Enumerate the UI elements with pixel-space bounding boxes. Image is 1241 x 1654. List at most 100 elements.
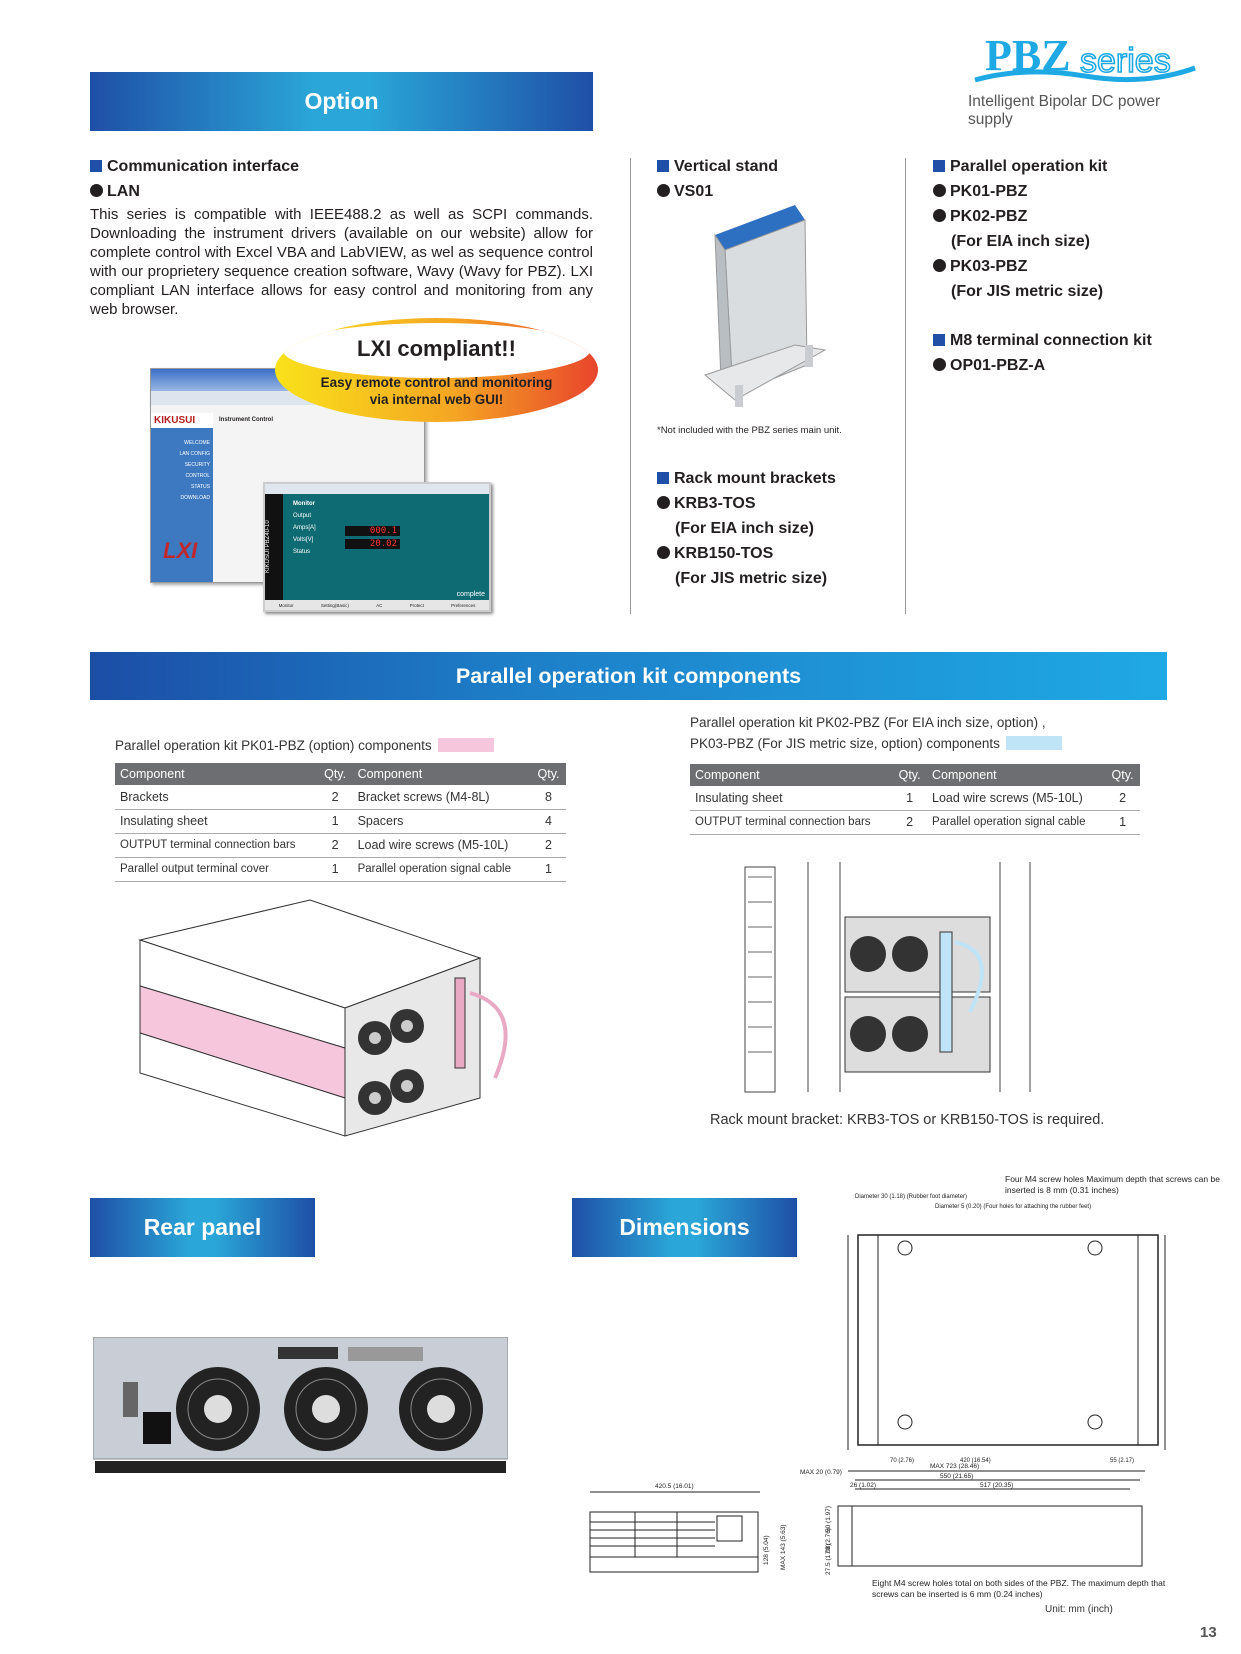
square-bullet-icon xyxy=(933,334,945,346)
monitor-screenshot: KIKUSUI PBZ40-10 Monitor Output Amps[A] … xyxy=(263,482,491,612)
bullet-icon xyxy=(933,358,946,371)
nav-welcome[interactable]: WELCOME xyxy=(184,440,210,446)
component-cell: Load wire screws (M5-10L) xyxy=(352,833,532,858)
square-bullet-icon xyxy=(933,160,945,172)
square-bullet-icon xyxy=(90,160,102,172)
volt-readout: 20.02 xyxy=(345,539,400,549)
lightblue-swatch xyxy=(1005,736,1062,750)
height-27-label: 27.5 (1.08) xyxy=(825,1544,832,1575)
svg-text:PBZ: PBZ xyxy=(985,31,1071,80)
pk01-caption-text: Parallel operation kit PK01-PBZ (option)… xyxy=(115,738,432,753)
depth-26-label: 26 (1.02) xyxy=(850,1482,876,1489)
krb3-item: KRB3-TOS xyxy=(674,495,756,512)
nav-security[interactable]: SECURITY xyxy=(184,462,210,468)
bullet-icon xyxy=(933,259,946,272)
kikusui-brand: KIKUSUI xyxy=(151,413,213,428)
parallel-kit-heading: Parallel operation kit xyxy=(950,158,1108,175)
qty-cell: 2 xyxy=(531,833,566,858)
qty-cell: 1 xyxy=(1105,810,1140,835)
rear-panel-image xyxy=(93,1337,508,1473)
component-cell: Insulating sheet xyxy=(690,786,893,811)
communication-body: This series is compatible with IEEE488.2… xyxy=(90,206,593,318)
krb3-note: (For EIA inch size) xyxy=(675,520,814,537)
nav-lan-config[interactable]: LAN CONFIG xyxy=(179,451,210,457)
tab-protect[interactable]: Protect xyxy=(409,602,424,608)
header-qty: Qty. xyxy=(317,763,353,785)
m8-kit-heading: M8 terminal connection kit xyxy=(950,332,1152,349)
vs01-item: VS01 xyxy=(674,183,714,200)
depth-55-label: 55 (2.17) xyxy=(1110,1458,1134,1464)
tab-preferences[interactable]: Preferences xyxy=(451,602,476,608)
dimensions-header: Dimensions xyxy=(572,1198,797,1257)
lxi-compliant-badge: LXI compliant!! Easy remote control and … xyxy=(275,318,598,422)
depth-517-label: 517 (20.35) xyxy=(980,1482,1013,1489)
component-cell: Parallel operation signal cable xyxy=(927,810,1106,835)
header-component: Component xyxy=(115,763,318,785)
unit-label: Unit: mm (inch) xyxy=(1045,1604,1113,1615)
square-bullet-icon xyxy=(657,472,669,484)
complete-label: complete xyxy=(456,591,485,598)
panel-title: Instrument Control xyxy=(219,417,273,423)
badge-subtitle-2: via internal web GUI! xyxy=(369,392,504,407)
op01-item: OP01-PBZ-A xyxy=(950,357,1046,374)
pk02-item: PK02-PBZ xyxy=(950,208,1028,225)
nav-control[interactable]: CONTROL xyxy=(185,473,210,479)
header-component: Component xyxy=(352,763,532,785)
lan-item: LAN xyxy=(107,183,140,200)
bullet-icon xyxy=(657,546,670,559)
height-128-label: 128 (5.04) xyxy=(763,1535,770,1565)
top-view-drawing: Diameter 30 (1.18) (Rubber foot diameter… xyxy=(847,1194,1166,1464)
pink-swatch xyxy=(437,738,494,752)
max-depth-label: MAX 723 (28.46) xyxy=(930,1463,979,1470)
lxi-logo: LXI xyxy=(163,538,198,563)
qty-cell: 2 xyxy=(317,833,353,858)
note-m4-holes: Four M4 screw holes Maximum depth that s… xyxy=(1005,1174,1237,1196)
bullet-icon xyxy=(90,184,103,197)
rack-mounted-image xyxy=(744,862,1031,1093)
component-cell: Parallel output terminal cover xyxy=(115,857,318,882)
qty-cell: 4 xyxy=(531,809,566,834)
tab-ac[interactable]: AC xyxy=(376,602,383,608)
pk02-caption-line1: Parallel operation kit PK02-PBZ (For EIA… xyxy=(690,715,1046,730)
krb150-note: (For JIS metric size) xyxy=(675,570,828,587)
column-divider xyxy=(905,158,906,614)
component-cell: OUTPUT terminal connection bars xyxy=(690,810,893,835)
parallel-kit-section: Parallel operation kit PK01-PBZ PK02-PBZ… xyxy=(933,154,1233,378)
component-cell: OUTPUT terminal connection bars xyxy=(115,833,318,858)
nav-download[interactable]: DOWNLOAD xyxy=(180,495,210,501)
qty-cell: 2 xyxy=(892,810,928,835)
qty-cell: 1 xyxy=(892,786,928,811)
page-number: 13 xyxy=(1200,1624,1217,1641)
tab-monitor[interactable]: Monitor xyxy=(278,602,294,608)
note-rubber-holes: Diameter 5 (0.20) (Four holes for attach… xyxy=(935,1204,1091,1210)
header-qty: Qty. xyxy=(531,763,566,785)
tab-setting[interactable]: Setting(Basic) xyxy=(320,602,349,608)
monitor-label: Monitor xyxy=(293,501,315,507)
max20-label: MAX 20 (0.79) xyxy=(800,1469,842,1476)
header-qty: Qty. xyxy=(1105,764,1140,786)
qty-cell: 1 xyxy=(317,857,353,882)
pk02-caption: Parallel operation kit PK02-PBZ (For EIA… xyxy=(690,712,1062,754)
pk03-note: (For JIS metric size) xyxy=(951,283,1104,300)
amp-readout: 000.1 xyxy=(345,526,400,536)
qty-cell: 2 xyxy=(317,785,353,810)
depth-70-label: 70 (2.76) xyxy=(890,1458,914,1464)
front-width-label: 420.5 (16.01) xyxy=(655,1483,694,1490)
top-width-label: 420 (16.54) xyxy=(960,1458,991,1464)
component-cell: Load wire screws (M5-10L) xyxy=(927,786,1106,811)
qty-cell: 8 xyxy=(531,785,566,810)
pbz-logo: PBZ series Intelligent Bipolar DC power … xyxy=(965,30,1205,128)
model-side-label: KIKUSUI PBZ40-10 xyxy=(265,494,283,600)
vertical-stand-heading: Vertical stand xyxy=(674,158,779,175)
component-cell: Bracket screws (M4-8L) xyxy=(352,785,532,810)
header-component: Component xyxy=(927,764,1106,786)
bullet-icon xyxy=(657,496,670,509)
nav-status[interactable]: STATUS xyxy=(191,484,210,490)
vertical-stand-image xyxy=(703,205,827,407)
communication-heading: Communication interface xyxy=(107,158,300,175)
